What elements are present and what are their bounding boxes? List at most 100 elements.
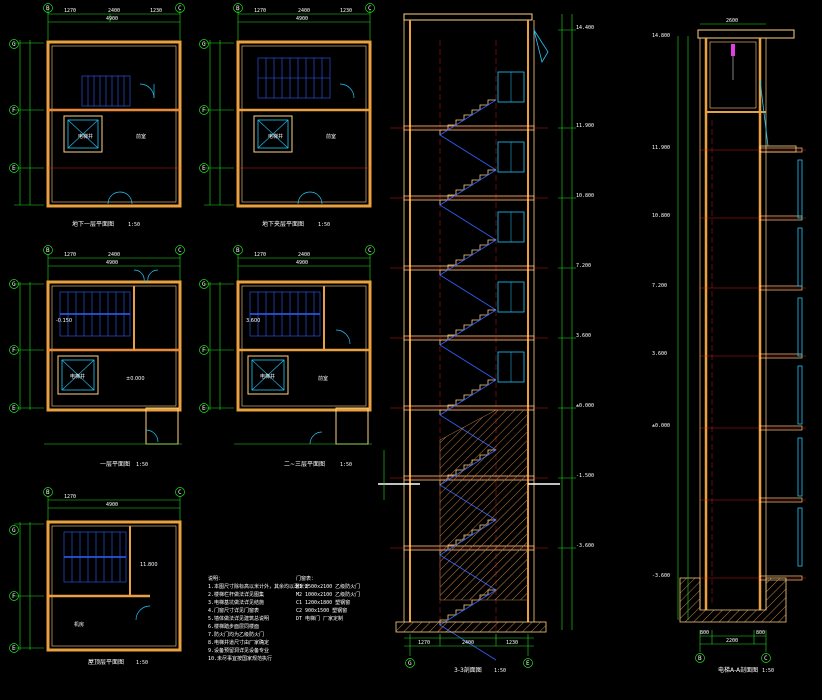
dim-text: 4900 bbox=[106, 16, 118, 22]
dim-text: 2400 bbox=[108, 252, 120, 258]
note-line: 1.本图尺寸除标高以米计外，其余均以毫米计 bbox=[208, 583, 309, 590]
level-label: 11.900 bbox=[576, 123, 594, 129]
hatched-fill bbox=[439, 409, 529, 601]
elevator-window bbox=[797, 227, 803, 287]
notes-title: 说明： bbox=[208, 575, 223, 582]
dim-text: 2200 bbox=[726, 638, 738, 644]
level-label: ±0.000 bbox=[126, 376, 145, 382]
elevator-window bbox=[797, 507, 803, 567]
plan-scale: 1:50 bbox=[128, 222, 140, 228]
level-label: 10.800 bbox=[652, 213, 670, 219]
axis-label: C bbox=[764, 655, 768, 662]
room-label: 电梯井 bbox=[260, 373, 275, 380]
elevator-section: 14.80011.90010.8007.2003.600±0.000-3.600… bbox=[652, 18, 806, 674]
level-label: ±0.000 bbox=[652, 423, 670, 429]
dim-text: 2400 bbox=[108, 8, 120, 14]
plan-scale: 1:50 bbox=[340, 462, 352, 468]
stair-run bbox=[59, 291, 131, 337]
design-notes: 说明： 1.本图尺寸除标高以米计外，其余均以毫米计2.楼梯栏杆做法详见图集3.电… bbox=[208, 575, 360, 662]
note-line: 4.门窗尺寸详见门窗表 bbox=[208, 607, 259, 614]
elevator-shaft bbox=[63, 115, 103, 153]
door-swing bbox=[139, 83, 155, 99]
note-line: M2 1000x2100 乙级防火门 bbox=[296, 591, 360, 598]
dim-text: 1270 bbox=[418, 640, 430, 646]
dim-text: 4900 bbox=[106, 260, 118, 266]
axis-label: E bbox=[526, 660, 530, 667]
level-label: 10.800 bbox=[576, 193, 594, 199]
level-label: -1.500 bbox=[576, 473, 594, 479]
note-line: 9.设备预留洞详见设备专业 bbox=[208, 647, 269, 654]
section-scale: 1:50 bbox=[494, 668, 506, 674]
note-line: 5.墙体做法详见建筑总说明 bbox=[208, 615, 269, 622]
dim-text: 1270 bbox=[64, 8, 76, 14]
notes-title: 门窗表： bbox=[296, 575, 316, 582]
dim-text: 1270 bbox=[254, 8, 266, 14]
axis-label: G bbox=[12, 41, 16, 48]
stair-stringer bbox=[439, 204, 497, 241]
plan-title: 地下夹层平面图 bbox=[262, 220, 304, 228]
outer-wall bbox=[46, 40, 182, 208]
note-line: M1 1500x2100 乙级防火门 bbox=[296, 583, 360, 590]
plan-scale: 1:50 bbox=[136, 660, 148, 666]
level-label: 3.600 bbox=[246, 318, 260, 324]
stair-stringer bbox=[439, 134, 497, 171]
elevator-shaft bbox=[253, 115, 293, 153]
stair-flight bbox=[439, 169, 496, 205]
axis-label: G bbox=[408, 660, 412, 667]
dim-text: 4900 bbox=[296, 260, 308, 266]
section-3-3: 14.40011.90010.8007.2003.600±0.000-1.500… bbox=[378, 13, 594, 674]
level-label: 3.600 bbox=[652, 351, 667, 357]
level-label: -0.150 bbox=[56, 318, 72, 324]
plan-mezzanine: B C G F E 1270 2400 1230 4900 电梯井 前室 bbox=[199, 3, 375, 228]
axis-label: C bbox=[178, 5, 182, 12]
dim-text: 800 bbox=[756, 630, 765, 636]
room-label: 前室 bbox=[318, 375, 328, 382]
axis-label: E bbox=[202, 405, 206, 412]
room-label: 前室 bbox=[326, 133, 336, 140]
level-label: 14.800 bbox=[652, 33, 670, 39]
note-line: 8.电梯井道尺寸由厂家确定 bbox=[208, 639, 269, 646]
plan-title: 屋顶层平面图 bbox=[88, 659, 124, 666]
dim-text: 1270 bbox=[64, 494, 76, 500]
plan-title: 地下一层平面图 bbox=[72, 220, 114, 228]
room-label: 机房 bbox=[74, 621, 84, 628]
section-windows bbox=[497, 71, 525, 383]
axis-label: B bbox=[46, 489, 50, 496]
axis-label: C bbox=[178, 247, 182, 254]
dim-text: 4900 bbox=[106, 502, 118, 508]
level-label: 14.400 bbox=[576, 25, 594, 31]
stair-flight bbox=[439, 239, 496, 275]
note-line: C2 900x1500 塑钢窗 bbox=[296, 607, 347, 614]
axis-label: B bbox=[236, 5, 240, 12]
dim-text: 1270 bbox=[64, 252, 76, 258]
stair-stringer bbox=[439, 99, 497, 136]
elevator-window bbox=[797, 365, 803, 425]
axis-label: B bbox=[698, 655, 702, 662]
stair-stringer bbox=[439, 344, 497, 381]
axis-label: G bbox=[202, 281, 206, 288]
stair-stringer bbox=[439, 239, 497, 276]
note-line: DT 电梯门 厂家定制 bbox=[296, 615, 343, 622]
stair-stringer bbox=[439, 169, 497, 206]
dim-text: 800 bbox=[700, 630, 709, 636]
plan-first-floor: B C G F E 1270 2400 4900 -0.150 电梯井 bbox=[9, 245, 185, 468]
stair-flight bbox=[439, 379, 496, 415]
section-title: 3-3剖面图 bbox=[454, 666, 482, 674]
dimension-lines bbox=[14, 10, 181, 206]
axis-label: G bbox=[12, 527, 16, 534]
axis-label: C bbox=[178, 489, 182, 496]
level-label: 7.200 bbox=[576, 263, 591, 269]
axis-label: E bbox=[12, 165, 16, 172]
level-label: 3.600 bbox=[576, 333, 591, 339]
axis-label: G bbox=[202, 41, 206, 48]
stair-stringer bbox=[439, 309, 497, 346]
level-label: 11.800 bbox=[140, 562, 158, 568]
stair-run bbox=[81, 75, 131, 107]
plan-scale: 1:50 bbox=[318, 222, 330, 228]
axis-label: G bbox=[12, 281, 16, 288]
stair-run bbox=[63, 531, 127, 583]
plan-second-third-floor: B C G F E 1270 2400 4900 3.600 电梯井 前室 bbox=[199, 245, 375, 468]
plan-roof: B C G F E 1270 4900 11.800 机房 屋顶层平面图 1:5… bbox=[9, 487, 185, 666]
stair-stringer bbox=[439, 379, 497, 416]
